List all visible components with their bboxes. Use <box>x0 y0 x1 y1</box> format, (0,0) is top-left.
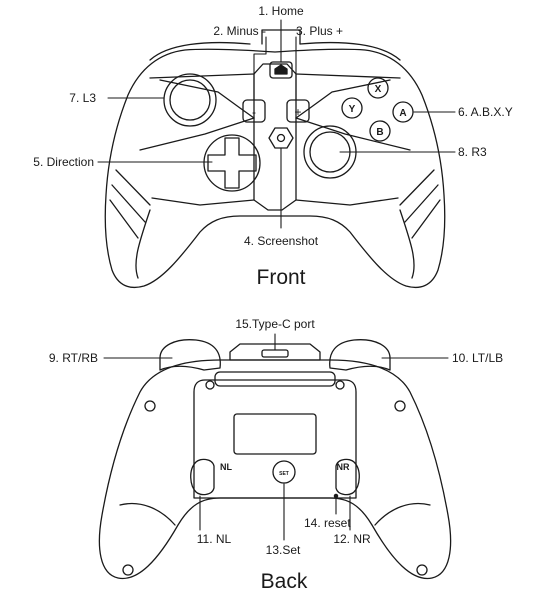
b-glyph: B <box>376 127 383 138</box>
front-left-bumper <box>149 41 251 61</box>
button-glyphs: X Y A B - + NL NR SET <box>220 84 407 477</box>
type-c-port <box>261 349 289 358</box>
reset-hole[interactable] <box>333 493 339 499</box>
back-controller <box>98 339 452 580</box>
battery-panel <box>233 413 317 455</box>
callout-home: 1. Home <box>258 4 304 18</box>
a-glyph: A <box>399 108 406 119</box>
leader-lines <box>97 19 456 541</box>
set-panel-mark: SET <box>279 471 289 477</box>
callout-l3: 7. L3 <box>69 91 96 105</box>
nr-panel-mark: NR <box>337 462 350 472</box>
back-plate <box>193 379 357 499</box>
callout-direction: 5. Direction <box>33 155 94 169</box>
callout-set: 13.Set <box>265 543 301 557</box>
x-glyph: X <box>375 84 382 95</box>
nr-paddle[interactable] <box>335 458 360 496</box>
screenshot-button[interactable] <box>268 127 294 149</box>
callout-nr: 12. NR <box>333 532 371 546</box>
nl-panel-mark: NL <box>220 462 232 472</box>
nl-paddle[interactable] <box>190 458 215 496</box>
lt-lb-trigger <box>329 339 391 371</box>
x-button[interactable] <box>367 77 389 99</box>
y-glyph: Y <box>349 104 356 115</box>
home-icon <box>274 64 288 75</box>
y-button[interactable] <box>341 97 363 119</box>
front-body-outline <box>104 48 446 289</box>
callout-screenshot: 4. Screenshot <box>243 234 319 248</box>
callout-type-c: 15.Type-C port <box>235 317 315 331</box>
plus-glyph: + <box>294 105 301 119</box>
front-right-bumper <box>299 41 401 61</box>
screenshot-icon <box>276 133 286 143</box>
callout-plus: 3. Plus + <box>296 24 344 38</box>
a-button[interactable] <box>392 101 414 123</box>
type-c-housing <box>229 343 321 361</box>
front-controller <box>104 29 446 289</box>
callout-minus: 2. Minus - <box>213 24 266 38</box>
callout-rt-rb: 9. RT/RB <box>48 351 98 365</box>
minus-glyph: - <box>252 105 256 119</box>
rt-rb-trigger <box>159 339 221 371</box>
callout-reset: 14. reset <box>304 516 351 530</box>
front-view-title: Front <box>256 266 306 289</box>
callout-r3: 8. R3 <box>458 145 487 159</box>
set-button[interactable] <box>272 460 296 484</box>
callout-abxy: 6. A.B.X.Y <box>458 105 513 119</box>
d-pad[interactable] <box>203 134 261 192</box>
b-button[interactable] <box>369 120 391 142</box>
plus-button[interactable] <box>286 99 310 123</box>
left-stick-l3[interactable] <box>163 73 217 127</box>
front-faceplate <box>253 63 297 211</box>
back-view-title: Back <box>260 570 308 593</box>
callout-lt-lb: 10. LT/LB <box>452 351 504 365</box>
callout-nl: 11. NL <box>196 532 232 546</box>
